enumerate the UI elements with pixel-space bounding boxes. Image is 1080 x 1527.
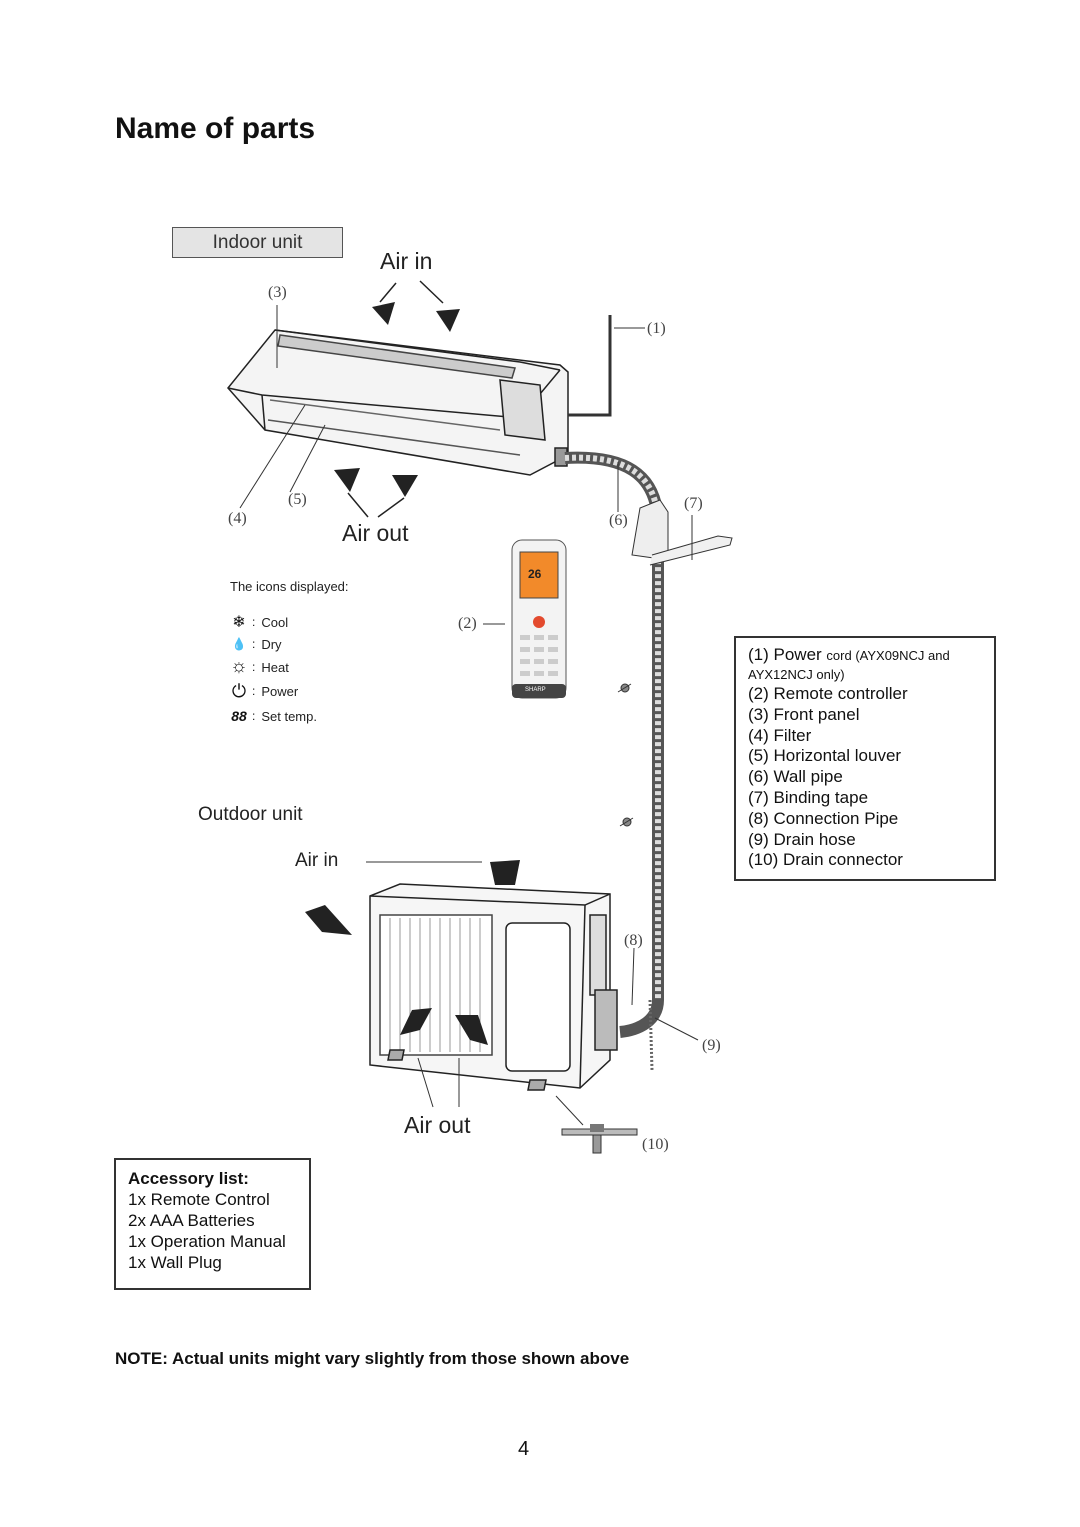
indoor-unit-label: Indoor unit (172, 227, 343, 258)
indoor-unit-drawing (227, 329, 569, 476)
accessory-list-title: Accessory list: (128, 1169, 249, 1188)
callout-2: (2) (458, 615, 477, 632)
power-cord (568, 315, 612, 417)
parts-list-item: (7) Binding tape (748, 787, 869, 807)
icon-row-power: ⏻: Power (228, 680, 298, 702)
accessory-item: 1x Remote Control (128, 1190, 270, 1209)
icon-row-dry: 💧: Dry (228, 633, 282, 655)
parts-list-item: (8) Connection Pipe (748, 808, 899, 828)
parts-item-1-note: cord (AYX09NCJ and AYX12NCJ only) (748, 648, 950, 682)
parts-list-item: (3) Front panel (748, 704, 860, 724)
icon-row-set-temp: 88: Set temp. (228, 705, 317, 727)
air-in-arrows (372, 302, 460, 332)
note-text: NOTE: Actual units might vary slightly f… (115, 1349, 630, 1368)
droplets-icon: 💧 (231, 637, 247, 651)
callout-3: (3) (268, 284, 287, 301)
outdoor-air-out-arrow-2 (455, 1015, 488, 1045)
parts-list-item-1: (1) Power cord (AYX09NCJ and AYX12NCJ on… (748, 646, 982, 684)
outdoor-unit-label: Outdoor unit (198, 804, 303, 825)
icon-label-heat: Heat (261, 659, 289, 675)
icon-label-set-temp: Set temp. (261, 708, 317, 724)
icon-separator: : (252, 709, 256, 723)
page-title: Name of parts (115, 112, 316, 145)
icon-separator: : (252, 637, 256, 651)
icon-separator: : (252, 615, 256, 629)
air-out-arrows (334, 468, 418, 497)
parts-list-item: (4) Filter (748, 725, 812, 745)
snowflake-icon: ❄ (232, 614, 246, 631)
remote-display: 26 (528, 567, 542, 581)
parts-item-1-main: (1) Power (748, 645, 822, 664)
parts-list-item: (10) Drain connector (748, 850, 903, 870)
callout-1: (1) (647, 320, 666, 337)
binding-tape (649, 535, 733, 566)
icon-label-dry: Dry (261, 636, 282, 652)
icon-row-cool: ❄: Cool (228, 611, 288, 633)
outdoor-air-out-label: Air out (404, 1112, 471, 1138)
remote-controller-drawing (511, 539, 567, 699)
outdoor-air-in-label: Air in (295, 850, 339, 871)
parts-list-item: (5) Horizontal louver (748, 746, 902, 766)
indoor-air-out-label: Air out (342, 520, 409, 546)
icons-heading: The icons displayed: (230, 579, 349, 594)
power-icon: ⏻ (231, 680, 247, 701)
callout-10: (10) (642, 1136, 669, 1153)
outdoor-air-in-arrow-side (305, 905, 352, 935)
callout-4: (4) (228, 510, 247, 527)
callout-5: (5) (288, 491, 307, 508)
accessory-item: 2x AAA Batteries (128, 1211, 255, 1230)
icon-separator: : (252, 660, 256, 674)
accessory-item: 1x Operation Manual (128, 1232, 286, 1251)
icon-row-heat: ☼: Heat (228, 656, 289, 678)
callout-6: (6) (609, 512, 628, 529)
wall-pipe-cap (631, 499, 669, 561)
digits-icon: 88 (231, 708, 247, 724)
outdoor-air-in-arrow-top (490, 860, 520, 885)
outdoor-air-out-arrow-1 (400, 1008, 432, 1035)
callout-7: (7) (684, 495, 703, 512)
icon-label-cool: Cool (261, 614, 289, 630)
parts-list-box: (1) Power cord (AYX09NCJ and AYX12NCJ on… (734, 636, 996, 881)
remote-brand: SHARP (525, 687, 546, 693)
icon-separator: : (252, 684, 256, 698)
parts-list-item: (6) Wall pipe (748, 767, 843, 787)
drain-connector-drawing (561, 1124, 638, 1154)
icon-label-power: Power (261, 683, 299, 699)
callout-9: (9) (702, 1037, 721, 1054)
parts-list-item: (2) Remote controller (748, 684, 908, 703)
callout-8: (8) (624, 932, 643, 949)
sun-icon: ☼ (230, 656, 248, 677)
indoor-air-in-label: Air in (380, 248, 433, 274)
accessory-list-box: Accessory list: 1x Remote Control 2x AAA… (114, 1158, 311, 1290)
outdoor-unit-drawing (369, 883, 618, 1091)
parts-list-item: (9) Drain hose (748, 829, 856, 849)
page-number: 4 (518, 1438, 530, 1460)
accessory-item: 1x Wall Plug (128, 1253, 222, 1272)
